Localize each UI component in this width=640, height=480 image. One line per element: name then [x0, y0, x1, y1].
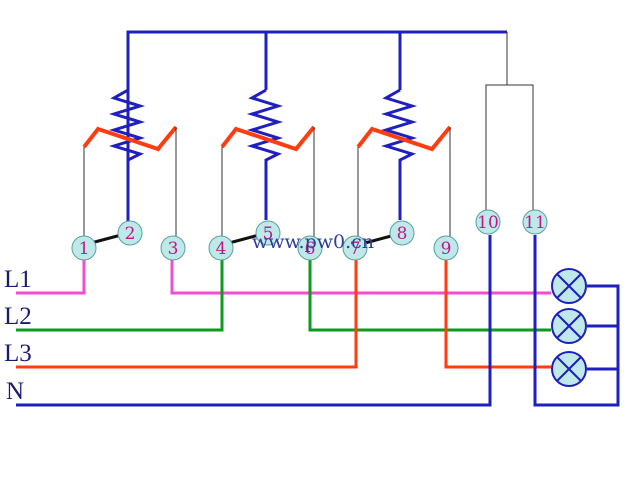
terminal-1-label: 1 [79, 239, 90, 259]
terminal-2-label: 2 [125, 224, 136, 244]
terminal-3-label: 3 [168, 239, 179, 259]
terminal-6-label: 6 [305, 239, 316, 259]
terminal-9-label: 9 [441, 239, 452, 259]
terminal-1: 1 [71, 235, 97, 261]
terminal-10: 10 [475, 209, 501, 235]
label-l1: L1 [4, 266, 32, 293]
terminal-8: 8 [389, 220, 415, 246]
terminal-11: 11 [522, 209, 548, 235]
terminal-10-11-tie [485, 32, 534, 222]
terminal-10-label: 10 [477, 213, 499, 233]
neutral-wire [16, 235, 620, 407]
terminal-4-label: 4 [216, 239, 227, 259]
lamp-3 [551, 351, 587, 387]
lamp-1 [551, 268, 587, 304]
terminal-3: 3 [160, 235, 186, 261]
terminal-8-label: 8 [397, 224, 408, 244]
label-l3: L3 [4, 340, 32, 367]
line-l3-wire [16, 260, 551, 369]
watermark-text: www.pw0.cn [252, 231, 374, 253]
terminal-7: 7 [342, 235, 368, 261]
resistor-zigzags [108, 88, 418, 220]
terminal-6: 6 [297, 235, 323, 261]
label-n: N [6, 378, 24, 405]
terminal-2: 2 [117, 220, 143, 246]
lamp-2 [551, 308, 587, 344]
terminal-11-label: 11 [524, 213, 546, 233]
terminal-9: 9 [433, 235, 459, 261]
coil-leads [83, 127, 451, 238]
terminal-5: 5 [255, 220, 281, 246]
terminal-4: 4 [208, 235, 234, 261]
terminal-5-label: 5 [263, 224, 274, 244]
terminal-7-label: 7 [350, 239, 361, 259]
current-coils [82, 125, 452, 152]
line-l1-wire [16, 260, 551, 295]
line-l2-wire [16, 260, 551, 332]
label-l2: L2 [4, 303, 32, 330]
